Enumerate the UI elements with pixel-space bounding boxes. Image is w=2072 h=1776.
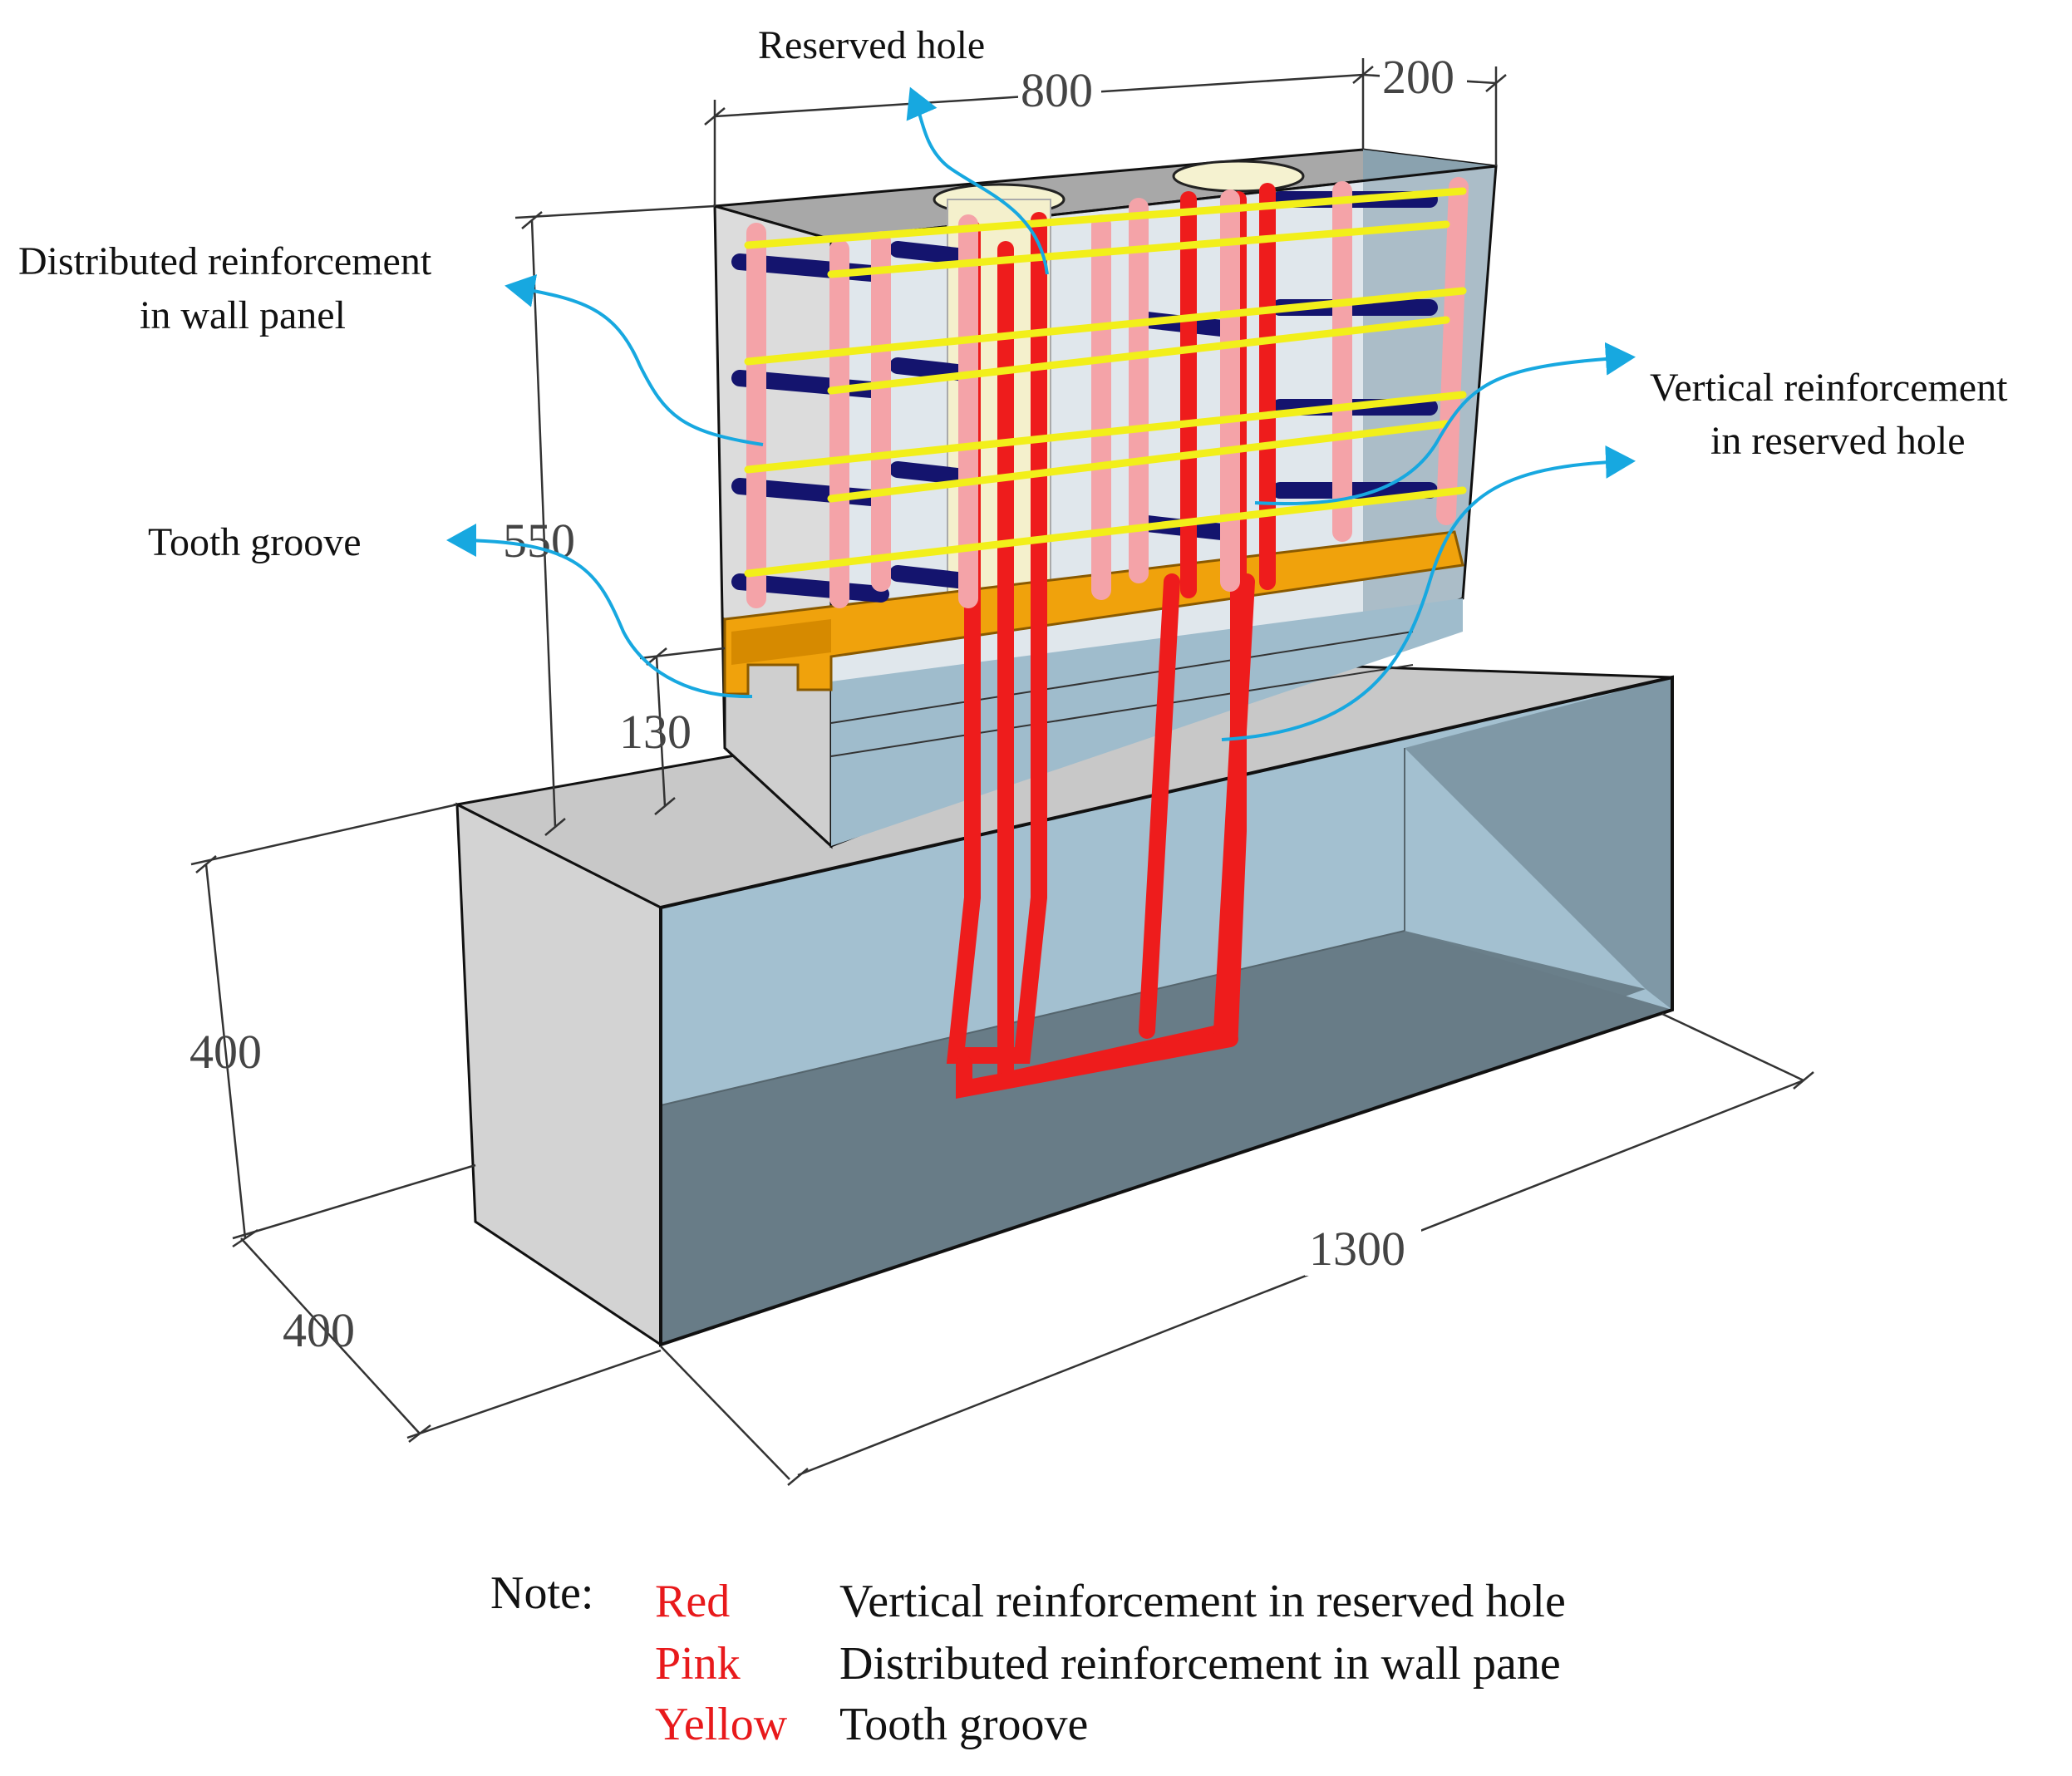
dim-base-width: 400 — [283, 1303, 355, 1357]
dim-base-height: 400 — [189, 1025, 262, 1079]
dim-wall-length: 800 — [1021, 63, 1093, 117]
dim-groove-height: 130 — [619, 705, 691, 759]
label-reserved-hole: Reserved hole — [758, 23, 985, 67]
note-title: Note: — [490, 1567, 593, 1619]
base-block — [453, 662, 1674, 1347]
dim-base-length: 1300 — [1309, 1222, 1405, 1276]
note-key-pink: Pink — [655, 1638, 741, 1690]
note-desc-red: Vertical reinforcement in reserved hole — [839, 1576, 1566, 1627]
dim-wall-thickness: 200 — [1382, 50, 1454, 104]
label-vertical-line1: Vertical reinforcement — [1650, 366, 2008, 410]
label-distributed-line2: in wall panel — [140, 293, 346, 337]
dim-wall-height: 550 — [503, 514, 575, 568]
tooth-groove — [723, 530, 1464, 696]
note-desc-yellow: Tooth groove — [839, 1699, 1088, 1750]
dimension-lines — [190, 58, 1814, 1486]
note-legend: Note: Red Vertical reinforcement in rese… — [490, 1567, 1566, 1750]
label-tooth-groove: Tooth groove — [148, 520, 362, 564]
label-vertical-line2: in reserved hole — [1710, 419, 1966, 463]
reinforcement-cage — [731, 177, 1469, 1100]
leader-arrows — [446, 86, 1636, 741]
note-key-yellow: Yellow — [655, 1699, 788, 1750]
note-desc-pink: Distributed reinforcement in wall pane — [839, 1638, 1561, 1690]
note-key-red: Red — [655, 1576, 730, 1627]
label-distributed-line1: Distributed reinforcement — [18, 239, 432, 283]
